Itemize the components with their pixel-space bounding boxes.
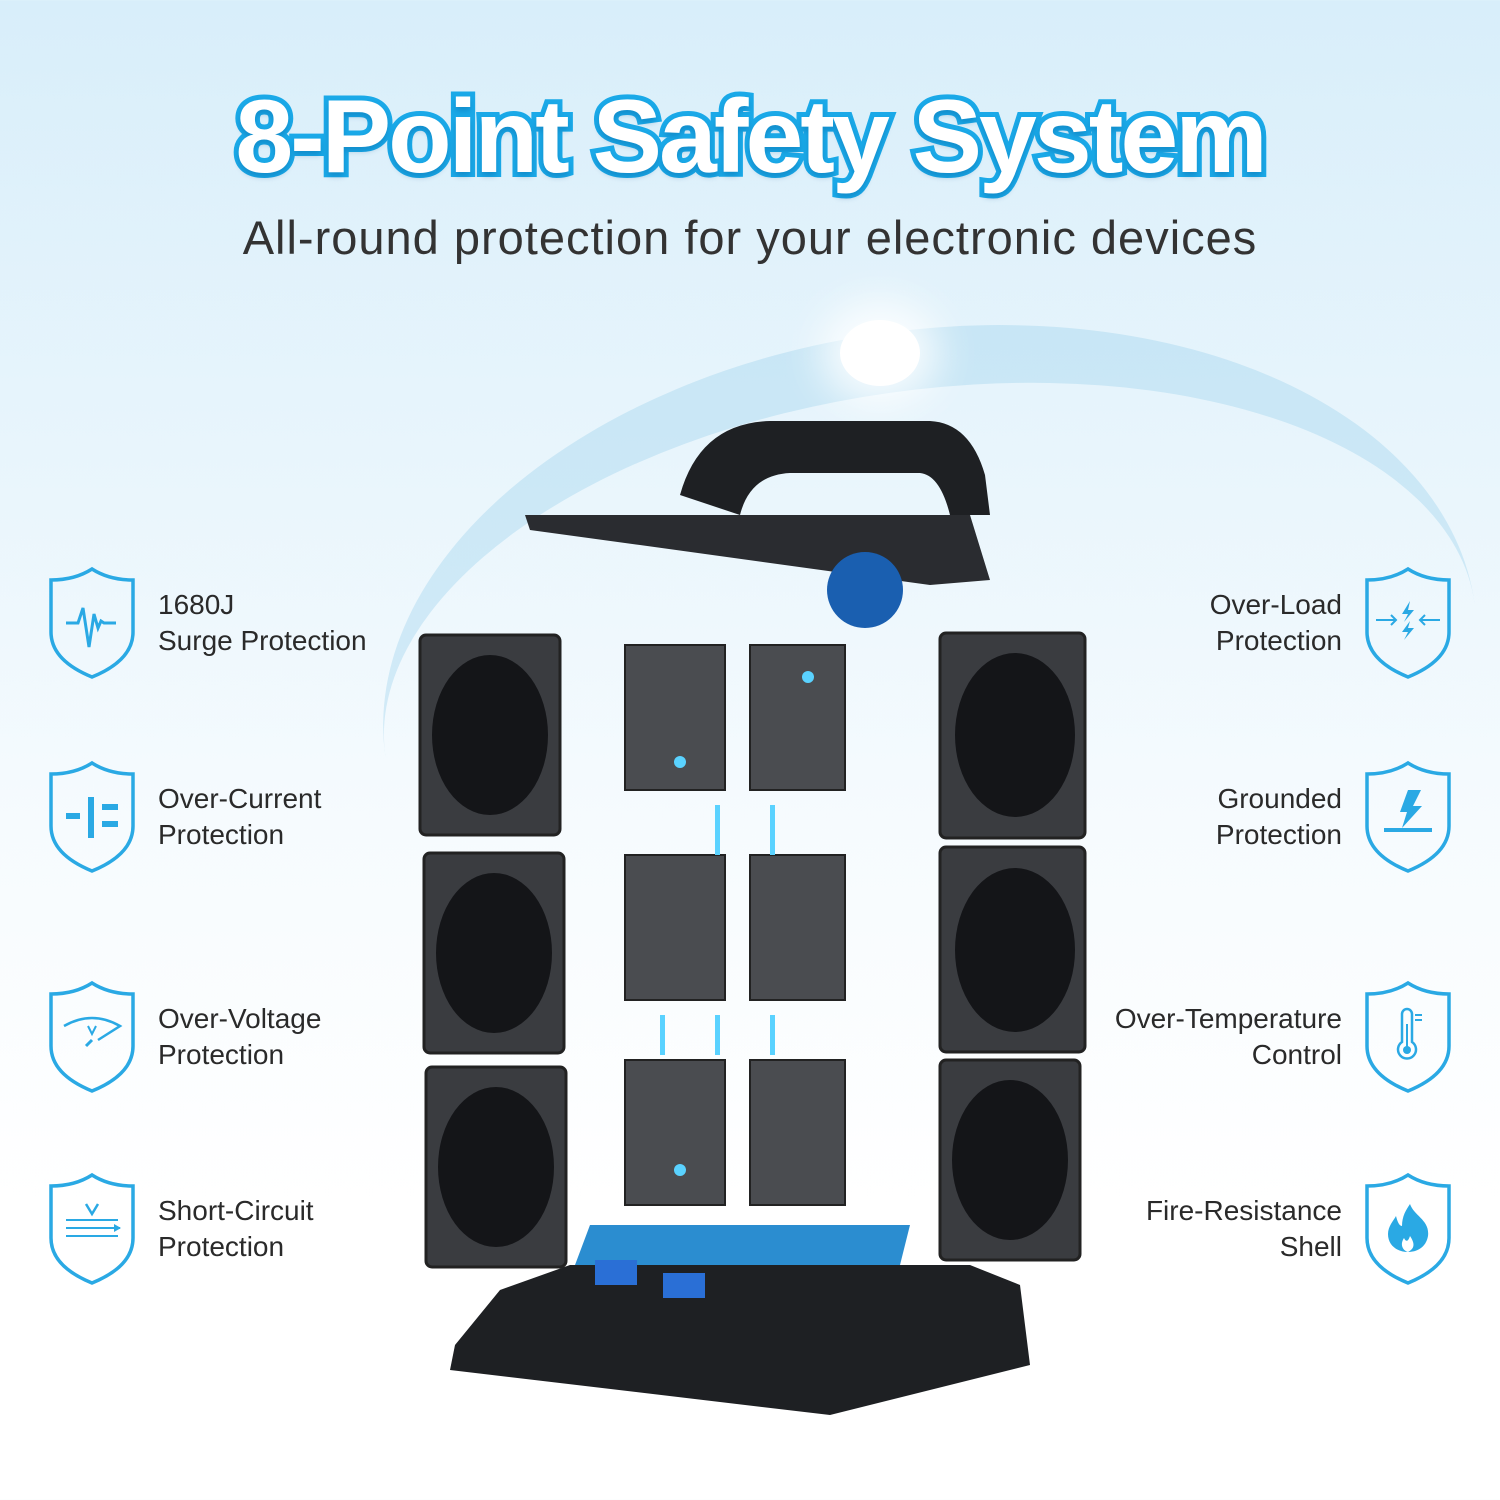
feature-line2: Protection <box>158 1231 285 1262</box>
page-subtitle: All-round protection for your electronic… <box>242 211 1258 264</box>
page-title: 8-Point Safety System <box>230 74 1272 200</box>
ground-bolt-icon <box>1365 760 1451 873</box>
reset-button <box>827 552 903 628</box>
heartbeat-icon <box>49 566 135 679</box>
feature-line1: 1680J <box>158 589 235 620</box>
feature-line1: Over-Current <box>158 783 322 814</box>
base <box>450 1265 1030 1415</box>
feature-line2: Protection <box>1215 625 1342 656</box>
led-lights <box>660 671 814 1176</box>
feature-line2: Protection <box>1215 819 1342 850</box>
feature-line2: Shell <box>1279 1231 1342 1262</box>
circuit-board <box>575 1225 910 1265</box>
feature-line1: Grounded <box>1217 783 1342 814</box>
feature-line1: Over-Voltage <box>158 1003 322 1034</box>
overload-icon <box>1365 566 1451 679</box>
usb-port <box>595 1260 637 1285</box>
feature-line1: Over-Load <box>1209 589 1342 620</box>
feature-line1: Over-Temperature <box>1114 1003 1342 1034</box>
feature-line2: Protection <box>158 819 285 850</box>
power-tower-illustration <box>418 421 1087 1415</box>
usb-port <box>663 1273 705 1298</box>
top-cap <box>525 515 990 585</box>
short-circuit-icon <box>49 1172 135 1285</box>
current-icon <box>49 760 135 873</box>
feature-line2: Control <box>1251 1039 1342 1070</box>
feature-surge: 1680J Surge Protection <box>48 566 367 680</box>
feature-line1: Fire-Resistance <box>1145 1195 1342 1226</box>
thermometer-icon <box>1365 980 1451 1093</box>
socket-holes <box>432 653 1075 1247</box>
feature-line2: Protection <box>158 1039 285 1070</box>
flame-icon <box>1365 1172 1451 1285</box>
feature-line2: Surge Protection <box>158 625 367 656</box>
feature-line1: Short-Circuit <box>158 1195 314 1226</box>
voltage-gauge-icon <box>49 980 135 1093</box>
inner-modules <box>624 644 846 1206</box>
background-glow <box>840 320 920 386</box>
handle <box>680 421 990 515</box>
